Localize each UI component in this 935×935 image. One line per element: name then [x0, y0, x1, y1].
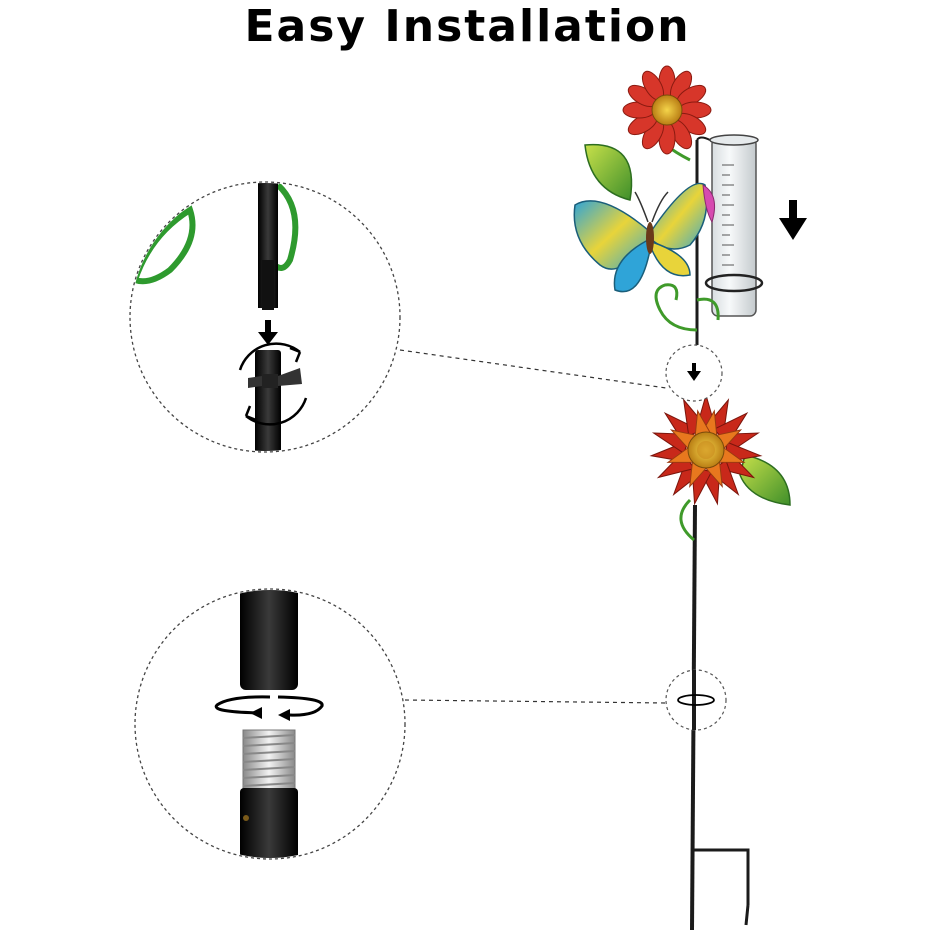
rotate-arrows-icon — [238, 342, 308, 426]
leaf-main — [739, 454, 791, 506]
page-title: Easy Installation — [244, 0, 691, 52]
small-down-arrow-icon — [687, 363, 701, 381]
flower-top — [622, 65, 712, 155]
twist-arrows-icon — [214, 695, 324, 721]
wing-nut — [248, 368, 302, 388]
rain-gauge-topper — [573, 65, 764, 345]
connection-marker-top — [665, 344, 723, 402]
attach-down-arrow-icon — [258, 320, 278, 345]
connector-line-bottom — [404, 699, 667, 704]
connector-line-top — [399, 349, 667, 389]
zoom-detail-screw — [134, 588, 406, 860]
flower-main — [649, 393, 763, 506]
down-arrow-icon — [779, 200, 807, 240]
small-rotate-arrows-icon — [677, 694, 715, 706]
leaf-top — [584, 143, 633, 201]
zoom-detail-attach — [129, 181, 401, 453]
rain-gauge-tube — [704, 134, 764, 317]
butterfly — [573, 182, 715, 293]
garden-stake — [649, 393, 791, 931]
connection-marker-bottom — [665, 669, 727, 731]
threaded-screw — [242, 729, 296, 791]
